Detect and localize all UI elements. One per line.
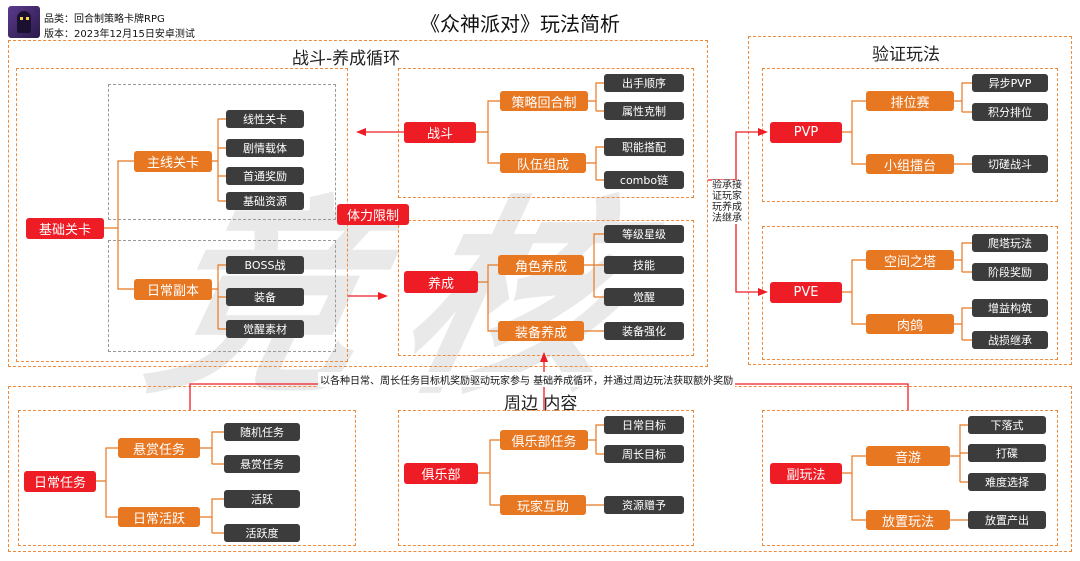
verify-connector-label: 验证玩法承接玩家养成继承: [712, 180, 742, 224]
node-team: 队伍组成: [500, 153, 586, 173]
daily-dungeon-box: [108, 240, 336, 352]
side-box: [762, 410, 1058, 546]
main-stage-box: [108, 84, 336, 220]
main-item-4: 基础资源: [226, 192, 304, 210]
club-task-item-2: 周长目标: [604, 445, 684, 463]
char-item-3: 觉醒: [604, 288, 684, 306]
grow-box: [398, 220, 694, 356]
main-item-3: 首通奖励: [226, 167, 304, 185]
periph-section-title: 周边 内容: [504, 394, 578, 414]
node-idle: 放置玩法: [866, 510, 950, 530]
music-item-2: 打碟: [968, 444, 1046, 462]
node-stamina-limit: 体力限制: [337, 204, 409, 225]
battle-box: [398, 68, 694, 198]
node-interact: 玩家互助: [500, 495, 586, 515]
rogue-item-2: 战损继承: [972, 331, 1048, 349]
node-battle: 战斗: [404, 122, 476, 143]
active-item-2: 活跃度: [224, 524, 300, 542]
node-grow: 养成: [404, 271, 478, 293]
tower-item-2: 阶段奖励: [972, 263, 1048, 281]
node-daily-task: 日常任务: [24, 471, 96, 492]
page-title: 《众神派对》玩法简析: [420, 12, 620, 36]
verify-connector-line1: 验证玩法: [712, 180, 722, 224]
node-pve: PVE: [770, 282, 842, 303]
rogue-item-1: 增益构筑: [972, 299, 1048, 317]
game-avatar: [8, 6, 40, 38]
version-text: 版本：2023年12月15日安卓测试: [44, 29, 195, 40]
club-task-item-1: 日常目标: [604, 416, 684, 434]
music-item-1: 下落式: [968, 416, 1046, 434]
node-side-play: 副玩法: [770, 463, 842, 484]
loop-note: 以各种日常、周长任务目标机奖励驱动玩家参与 基础养成循环，并通过周边玩法获取额外…: [318, 372, 736, 387]
main-item-2: 剧情载体: [226, 139, 304, 157]
node-base-stage: 基础关卡: [26, 218, 104, 239]
verify-section: [748, 36, 1072, 365]
node-daily-dungeon: 日常副本: [134, 279, 212, 300]
main-item-1: 线性关卡: [226, 110, 304, 128]
active-item-1: 活跃: [224, 490, 300, 508]
daily-item-2: 装备: [226, 288, 304, 306]
node-rogue: 肉鸽: [866, 314, 954, 334]
char-item-2: 技能: [604, 256, 684, 274]
battle-section-title: 战斗-养成循环: [292, 49, 401, 69]
node-group: 小组擂台: [866, 154, 954, 174]
daily-item-1: BOSS战: [226, 256, 304, 274]
pvp-box: [762, 68, 1058, 202]
bounty-item-1: 随机任务: [224, 423, 300, 441]
rank-item-1: 异步PVP: [972, 74, 1048, 92]
strategy-item-1: 出手顺序: [604, 74, 684, 92]
node-bounty: 悬赏任务: [118, 438, 200, 458]
node-char-grow: 角色养成: [498, 255, 584, 275]
rank-item-2: 积分排位: [972, 103, 1048, 121]
idle-item-1: 放置产出: [968, 511, 1046, 529]
daily-task-box: [18, 410, 356, 546]
char-item-1: 等级星级: [604, 225, 684, 243]
battle-section: [8, 40, 708, 367]
interact-item-1: 资源赠予: [604, 496, 684, 514]
verify-section-title: 验证玩法: [872, 45, 940, 65]
node-tower: 空间之塔: [866, 250, 954, 270]
bounty-item-2: 悬赏任务: [224, 455, 300, 473]
node-strategy: 策略回合制: [500, 91, 588, 111]
equip-item-1: 装备强化: [604, 322, 684, 340]
team-item-2: combo链: [604, 171, 684, 189]
daily-item-3: 觉醒素材: [226, 320, 304, 338]
team-item-1: 职能搭配: [604, 138, 684, 156]
category-text: 品类：回合制策略卡牌RPG: [44, 14, 165, 25]
node-main-stage: 主线关卡: [134, 151, 212, 172]
node-pvp: PVP: [770, 122, 842, 143]
node-club-task: 俱乐部任务: [500, 430, 588, 450]
tower-item-1: 爬塔玩法: [972, 234, 1048, 252]
node-club: 俱乐部: [404, 463, 478, 484]
node-daily-active: 日常活跃: [118, 507, 200, 527]
node-music: 音游: [866, 446, 950, 466]
verify-connector-line2: 承接玩家养成继承: [722, 180, 742, 224]
node-rank: 排位赛: [866, 91, 954, 111]
node-equip-grow: 装备养成: [498, 321, 584, 341]
club-box: [398, 410, 694, 546]
strategy-item-2: 属性克制: [604, 102, 684, 120]
music-item-3: 难度选择: [968, 473, 1046, 491]
group-item-1: 切磋战斗: [972, 155, 1048, 173]
